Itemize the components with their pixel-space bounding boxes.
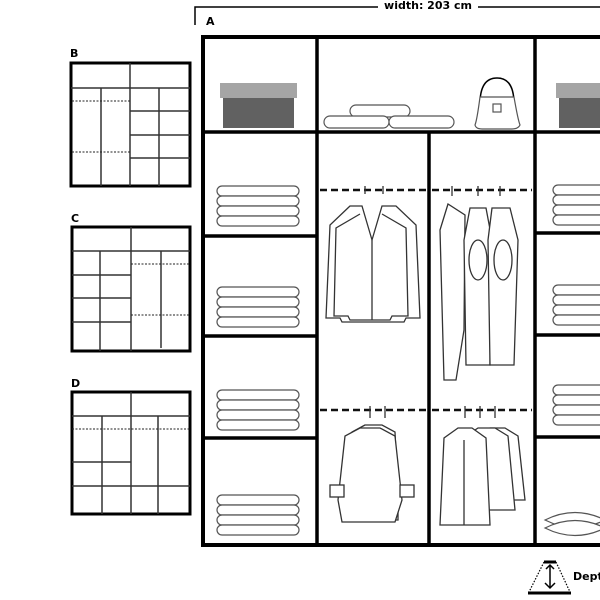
folded-clothes-icon: [552, 184, 600, 226]
storage-box-icon: [220, 83, 297, 128]
depth-icon: [528, 560, 571, 595]
pillows-icon: [323, 104, 455, 129]
folded-clothes-icon: [216, 494, 300, 536]
depth-label: Dept: [573, 570, 600, 583]
width-dimension: width: 203 cm: [194, 0, 600, 25]
handbag-icon: [474, 77, 521, 130]
folded-clothes-icon: [216, 286, 300, 328]
jacket-icon: [325, 186, 421, 323]
variant-label-b: B: [70, 47, 78, 60]
variant-b-thumbnail[interactable]: [69, 61, 192, 188]
coat-icon: [329, 406, 415, 523]
folded-clothes-icon: [552, 384, 600, 426]
sweater-icon: [439, 186, 519, 381]
folded-clothes-icon: [216, 185, 300, 227]
variant-d-thumbnail[interactable]: [70, 390, 192, 516]
folded-clothes-icon: [552, 284, 600, 326]
variant-label-c: C: [71, 212, 79, 225]
pillows-icon: [543, 511, 600, 537]
variant-label-d: D: [71, 377, 80, 390]
width-label: width: 203 cm: [384, 0, 472, 12]
wardrobe-a: [201, 35, 600, 547]
variant-c-thumbnail[interactable]: [70, 225, 192, 353]
folded-clothes-icon: [216, 389, 300, 431]
coat-icon: [439, 406, 526, 526]
variant-label-a: A: [206, 15, 215, 28]
storage-box-icon: [556, 83, 600, 128]
